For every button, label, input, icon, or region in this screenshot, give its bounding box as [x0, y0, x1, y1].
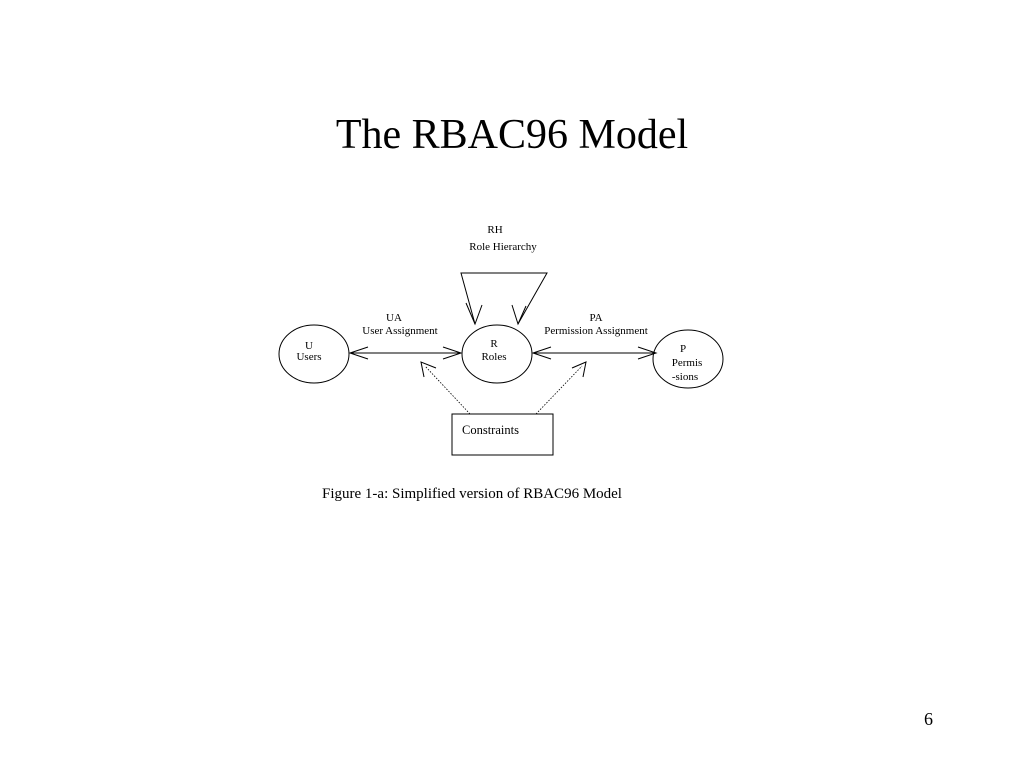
- constraint-arrowhead-right: [571, 361, 587, 378]
- constraint-arrowhead-left: [420, 361, 437, 378]
- role-hierarchy-loop: [460, 272, 548, 325]
- ua-abbr: UA: [386, 312, 402, 324]
- rh-label: Role Hierarchy: [469, 241, 537, 253]
- constraints-label: Constraints: [462, 423, 519, 437]
- roles-abbr: R: [490, 338, 498, 350]
- constraint-arrow-right: [535, 365, 583, 415]
- permissions-label-line2: -sions: [672, 371, 698, 383]
- constraints-box: [451, 413, 554, 456]
- users-node: [278, 324, 350, 384]
- ua-arrowhead-left: [348, 346, 369, 360]
- rh-abbr: RH: [487, 224, 502, 236]
- page-number: 6: [924, 709, 933, 729]
- slide-title: The RBAC96 Model: [335, 112, 689, 158]
- pa-abbr: PA: [589, 312, 602, 324]
- roles-node: [461, 324, 533, 384]
- ua-label: User Assignment: [362, 325, 437, 337]
- permissions-abbr: P: [680, 343, 686, 355]
- rh-arrowhead-right: [511, 304, 527, 326]
- ua-arrowhead-right: [442, 346, 463, 360]
- pa-arrowhead-left: [531, 346, 552, 360]
- permissions-label-line1: Permis: [672, 357, 703, 369]
- rh-arrowhead-left: [465, 302, 483, 326]
- roles-label: Roles: [481, 351, 506, 363]
- figure-caption: Figure 1-a: Simplified version of RBAC96…: [322, 486, 622, 502]
- constraint-arrow-left: [424, 365, 471, 415]
- users-label: Users: [296, 351, 321, 363]
- permissions-node: [652, 329, 724, 389]
- pa-arrowhead-right: [637, 346, 658, 360]
- pa-label: Permission Assignment: [544, 325, 648, 337]
- users-abbr: U: [305, 340, 313, 352]
